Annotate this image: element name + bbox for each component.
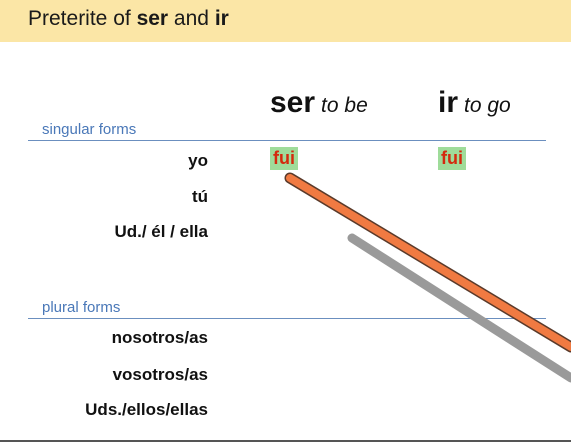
column-verb-ser: ser bbox=[270, 86, 316, 119]
title-banner: Preterite of ser and ir bbox=[0, 0, 571, 42]
pronoun-vosotros: vosotros/as bbox=[112, 365, 208, 384]
title-verb-ser: ser bbox=[136, 7, 169, 30]
pronoun-uds: Uds./ellos/ellas bbox=[85, 400, 208, 419]
pronoun-tu: tú bbox=[191, 187, 208, 206]
pronoun-ud: Ud./ él / ella bbox=[114, 222, 208, 241]
pronoun-yo: yo bbox=[188, 151, 208, 170]
title-prefix: Preterite of bbox=[28, 7, 137, 30]
section-label-plural: plural forms bbox=[42, 299, 121, 316]
page-title: Preterite of ser and ir bbox=[28, 7, 229, 31]
pen-stroke bbox=[286, 174, 571, 351]
pronoun-nosotros: nosotros/as bbox=[111, 328, 208, 347]
title-verb-ir: ir bbox=[214, 7, 229, 30]
column-gloss-ir: to go bbox=[464, 94, 511, 117]
section-label-singular: singular forms bbox=[42, 121, 137, 138]
form-yo-ser: fui bbox=[270, 147, 298, 170]
pen-stroke-outline bbox=[284, 172, 571, 353]
pen-shadow-stroke bbox=[347, 233, 571, 383]
singular-divider bbox=[28, 140, 546, 141]
plural-divider bbox=[28, 318, 546, 319]
column-gloss-ser: to be bbox=[321, 94, 368, 117]
column-verb-ir: ir bbox=[438, 86, 459, 119]
title-conj: and bbox=[168, 7, 215, 30]
form-yo-ir: fui bbox=[438, 147, 466, 170]
bottom-edge bbox=[0, 440, 571, 442]
